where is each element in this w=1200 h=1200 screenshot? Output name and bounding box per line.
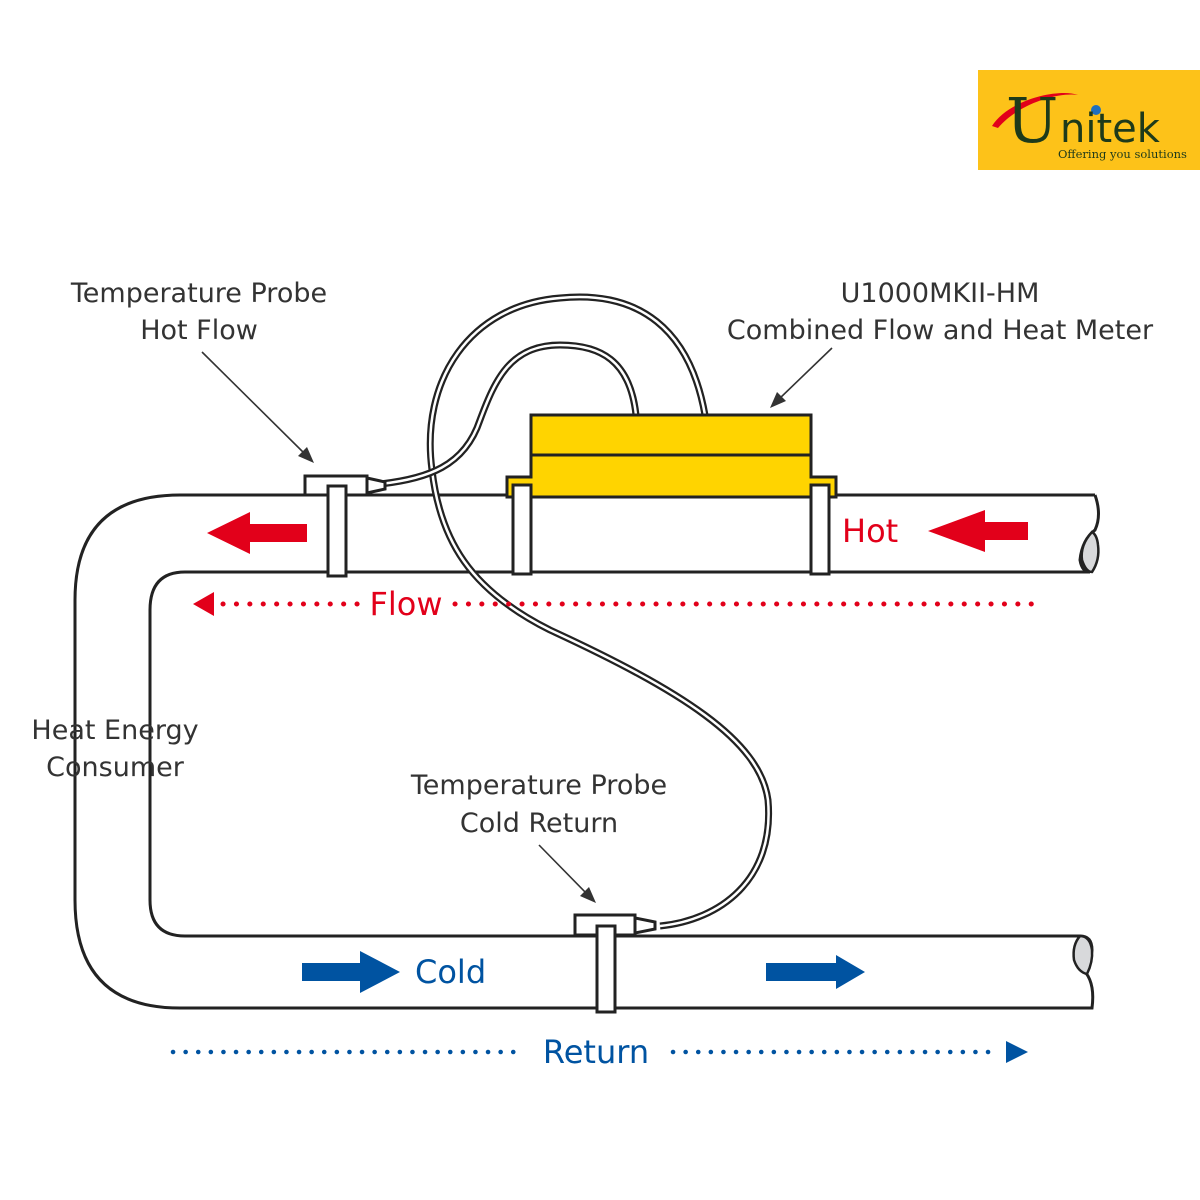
return-direction-line <box>170 1041 1028 1063</box>
consumer-label-line1: Heat Energy <box>31 715 198 746</box>
dotted-arrow-left-icon <box>193 592 214 616</box>
arrow-head-icon <box>580 887 596 903</box>
probe-cold-clamp <box>595 924 617 1014</box>
flow-label: Flow <box>369 585 442 623</box>
logo-swoosh-icon <box>992 93 1078 128</box>
hot-label: Hot <box>842 512 898 550</box>
logo-name: nitek <box>1060 106 1161 152</box>
flow-direction-line <box>193 592 1043 616</box>
cold-arrows <box>302 951 865 993</box>
hot-arrows <box>207 510 1028 554</box>
pipe-outer-edge <box>73 493 1095 1010</box>
pipe-inner-edge <box>148 570 1090 938</box>
arrow-head-icon <box>770 392 786 408</box>
meter-clamp-right <box>809 483 831 576</box>
arrow-head-icon <box>298 447 314 463</box>
hot-pipe-broken-end <box>1078 494 1100 574</box>
arrow-right-icon <box>766 955 865 989</box>
probe-cold-label-line1: Temperature Probe <box>410 770 667 801</box>
dotted-arrow-right-icon <box>1006 1041 1028 1063</box>
leader-arrows <box>201 347 833 903</box>
pipe-loop <box>73 493 1095 1010</box>
probe-hot-flow <box>303 474 387 578</box>
arrow-left-icon <box>928 510 1028 552</box>
probe-cold-label-line2: Cold Return <box>460 808 618 839</box>
probe-hot-clamp <box>326 484 348 578</box>
consumer-label-line2: Consumer <box>46 752 185 783</box>
probe-cold-return <box>573 913 657 1014</box>
probe-hot-label-line2: Hot Flow <box>140 315 258 346</box>
meter-description-label: Combined Flow and Heat Meter <box>727 315 1154 346</box>
flow-heat-meter <box>505 413 838 576</box>
globe-icon <box>1091 105 1101 115</box>
logo-tagline: Offering you solutions <box>1058 147 1187 161</box>
probe-hot-connector <box>365 476 387 495</box>
probe-hot-label-line1: Temperature Probe <box>70 278 327 309</box>
meter-model-label: U1000MKII-HM <box>841 278 1040 309</box>
arrow-right-icon <box>302 951 400 993</box>
cold-label: Cold <box>415 953 486 991</box>
return-label: Return <box>543 1033 649 1071</box>
sensor-cables <box>369 293 773 930</box>
arrow-left-icon <box>207 512 307 554</box>
meter-clamp-left <box>511 483 533 576</box>
probe-cold-connector <box>633 916 657 935</box>
logo-initial: U <box>1006 84 1058 157</box>
cold-pipe-broken-end <box>1072 934 1095 1010</box>
unitek-logo: U nitek Offering you solutions <box>978 70 1200 170</box>
